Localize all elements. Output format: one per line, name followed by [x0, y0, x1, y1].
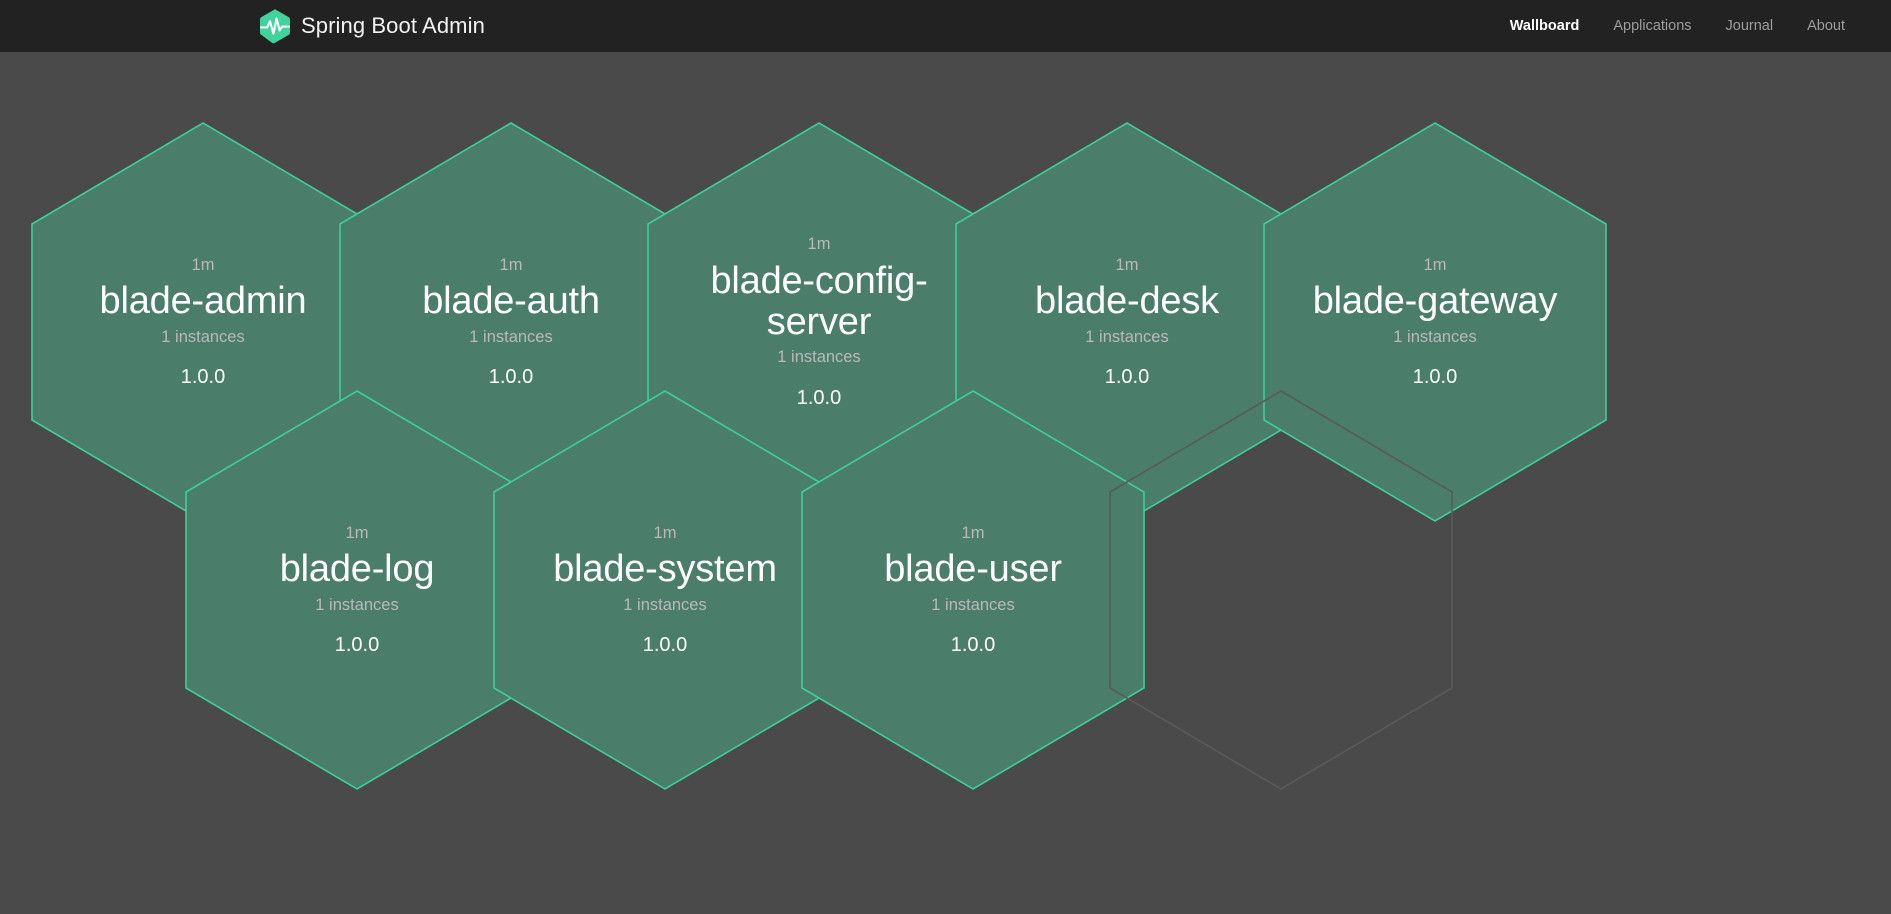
hexagon-shape	[1263, 122, 1607, 522]
nav-item-journal[interactable]: Journal	[1725, 18, 1774, 34]
nav-item-about[interactable]: About	[1807, 18, 1845, 34]
hexagon-shape	[801, 390, 1145, 790]
hexagon-shape	[493, 390, 837, 790]
heartbeat-hexagon-icon	[258, 8, 292, 44]
top-navbar: Spring Boot Admin Wallboard Applications…	[0, 0, 1891, 52]
nav-item-applications[interactable]: Applications	[1613, 18, 1692, 34]
hexagon-shape	[1109, 390, 1453, 790]
application-hexagon-placeholder	[1106, 388, 1456, 792]
brand-link[interactable]: Spring Boot Admin	[258, 8, 485, 44]
brand-title: Spring Boot Admin	[301, 13, 485, 38]
hexagon-shape	[185, 390, 529, 790]
nav-item-wallboard[interactable]: Wallboard	[1509, 18, 1580, 34]
primary-nav: Wallboard Applications Journal About	[1510, 18, 1845, 34]
